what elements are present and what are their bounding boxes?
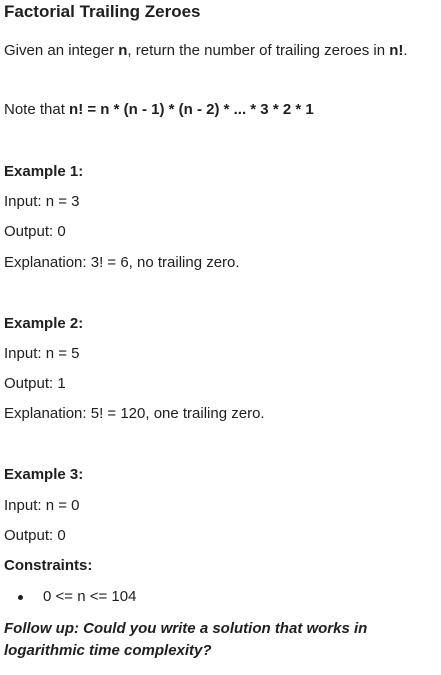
- bullet-icon: [18, 595, 23, 600]
- example-1-output: Output: 0: [4, 223, 66, 240]
- constraint-text: 0 <= n <= 104: [43, 588, 137, 605]
- problem-intro: Given an integer n, return the number of…: [4, 42, 408, 59]
- example-2-explanation: Explanation: 5! = 120, one trailing zero…: [4, 405, 265, 422]
- example-2-input: Input: n = 5: [4, 345, 80, 362]
- example-1-explanation: Explanation: 3! = 6, no trailing zero.: [4, 254, 240, 271]
- example-1-input: Input: n = 3: [4, 193, 80, 210]
- constraints-heading: Constraints:: [4, 557, 93, 574]
- example-2-heading: Example 2:: [4, 315, 84, 332]
- follow-up-note: Follow up: Could you write a solution th…: [4, 620, 368, 659]
- example-1-heading: Example 1:: [4, 163, 84, 180]
- example-3-input: Input: n = 0: [4, 497, 80, 514]
- example-3-output: Output: 0: [4, 527, 66, 544]
- page-title: Factorial Trailing Zeroes: [4, 2, 201, 21]
- factorial-note: Note that n! = n * (n - 1) * (n - 2) * .…: [4, 101, 314, 118]
- example-2-output: Output: 1: [4, 375, 66, 392]
- factorial-formula: n! = n * (n - 1) * (n - 2) * ... * 3 * 2…: [69, 101, 314, 118]
- example-3-heading: Example 3:: [4, 466, 84, 483]
